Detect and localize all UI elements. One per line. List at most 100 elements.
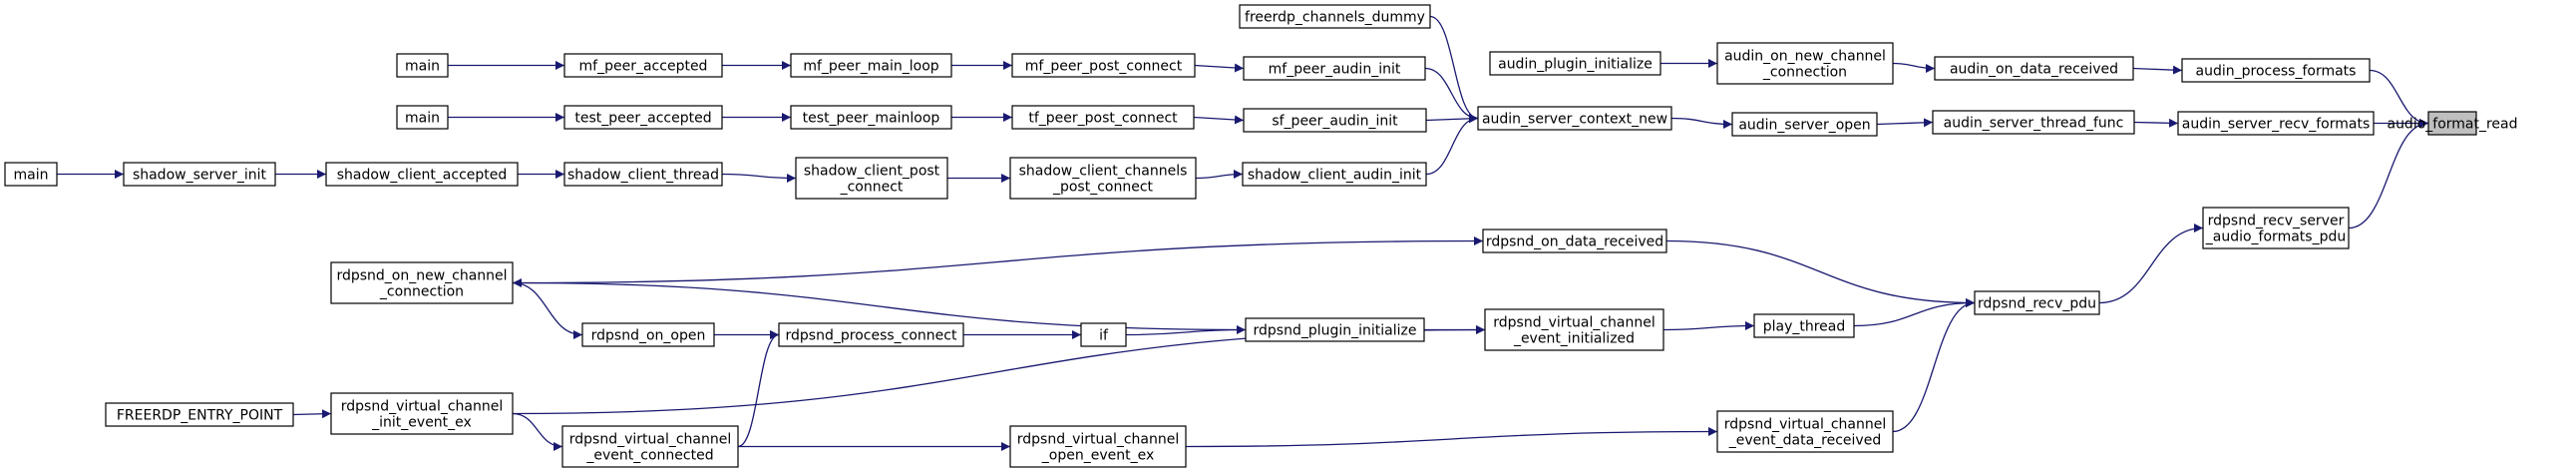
node-if_node[interactable]: if bbox=[1080, 322, 1127, 347]
node-play_thread[interactable]: play_thread bbox=[1753, 313, 1855, 338]
node-label: shadow_server_init bbox=[133, 168, 267, 184]
node-label: rdpsnd_on_data_received bbox=[1486, 235, 1663, 250]
node-label: rdpsnd_on_open bbox=[591, 328, 706, 344]
node-shadow_client_post_connect[interactable]: shadow_client_post_connect bbox=[795, 157, 948, 200]
node-box bbox=[795, 157, 948, 200]
node-label: shadow_client_audin_init bbox=[1248, 168, 1422, 184]
node-label: audin_on_new_channel bbox=[1724, 49, 1886, 65]
node-freerdp_channels_dummy[interactable]: freerdp_channels_dummy bbox=[1239, 4, 1431, 29]
node-rdpsnd_virtual_channel_init_event_ex[interactable]: rdpsnd_virtual_channel_init_event_ex bbox=[330, 392, 514, 435]
edge-rdpsnd_virtual_channel_event_data_received-to-rdpsnd_recv_pdu bbox=[1892, 298, 1976, 433]
edge-rdpsnd_on_data_received-to-rdpsnd_recv_pdu bbox=[1665, 239, 1976, 307]
edge-rdpsnd_virtual_channel_init_event_ex-to-rdpsnd_virtual_channel_event_connected bbox=[512, 412, 563, 451]
node-rdpsnd_virtual_channel_event_initialized[interactable]: rdpsnd_virtual_channel_event_initialized bbox=[1484, 308, 1664, 351]
node-label: tf_peer_post_connect bbox=[1028, 111, 1178, 127]
node-label: audin_on_data_received bbox=[1950, 62, 2118, 78]
node-shadow_server_init[interactable]: shadow_server_init bbox=[123, 162, 276, 187]
node-audin_process_formats[interactable]: audin_process_formats bbox=[2181, 58, 2371, 83]
node-rdpsnd_plugin_initialize[interactable]: rdpsnd_plugin_initialize bbox=[1245, 317, 1425, 342]
node-mf_peer_post_connect[interactable]: mf_peer_post_connect bbox=[1011, 53, 1196, 78]
node-label: rdpsnd_virtual_channel bbox=[569, 432, 732, 448]
node-audin_server_thread_func[interactable]: audin_server_thread_func bbox=[1932, 110, 2135, 135]
node-box bbox=[1243, 108, 1427, 133]
edge-audin_on_new_channel_connection-to-audin_on_data_received bbox=[1892, 62, 1936, 73]
node-rdpsnd_virtual_channel_event_connected[interactable]: rdpsnd_virtual_channel_event_connected bbox=[561, 425, 739, 468]
node-label: main bbox=[14, 168, 49, 184]
node-label: if bbox=[1099, 328, 1109, 344]
node-main_1[interactable]: main bbox=[396, 53, 449, 78]
node-mf_peer_audin_init[interactable]: mf_peer_audin_init bbox=[1243, 56, 1426, 81]
edge-audin_server_open-to-audin_server_thread_func bbox=[1876, 118, 1934, 128]
node-box bbox=[1009, 157, 1197, 200]
node-box bbox=[1477, 106, 1672, 131]
edge-rdpsnd_virtual_channel_event_connected-to-rdpsnd_process_connect bbox=[737, 330, 780, 448]
edge-rdpsnd_on_new_channel_connection-to-rdpsnd_on_data_received bbox=[512, 236, 1484, 284]
node-box bbox=[561, 425, 739, 468]
edge-audin_on_data_received-to-audin_process_formats bbox=[2132, 65, 2183, 75]
node-label: rdpsnd_virtual_channel bbox=[1017, 432, 1180, 448]
node-label: rdpsnd_virtual_channel bbox=[341, 399, 504, 415]
node-audin_plugin_initialize[interactable]: audin_plugin_initialize bbox=[1489, 51, 1661, 76]
node-test_peer_accepted[interactable]: test_peer_accepted bbox=[563, 105, 723, 130]
edge-FREERDP_ENTRY_POINT-to-rdpsnd_virtual_channel_init_event_ex bbox=[292, 409, 332, 419]
node-FREERDP_ENTRY_POINT[interactable]: FREERDP_ENTRY_POINT bbox=[105, 402, 294, 427]
node-box bbox=[1489, 51, 1661, 76]
node-audin_server_open[interactable]: audin_server_open bbox=[1731, 112, 1878, 137]
node-box bbox=[778, 322, 964, 347]
node-audin_on_new_channel_connection[interactable]: audin_on_new_channel_connection bbox=[1716, 42, 1894, 85]
node-rdpsnd_virtual_channel_open_event_ex[interactable]: rdpsnd_virtual_channel_open_event_ex bbox=[1009, 425, 1187, 468]
node-audio_format_read[interactable]: audio_format_read bbox=[2387, 111, 2518, 136]
node-box bbox=[330, 261, 514, 304]
node-audin_on_data_received[interactable]: audin_on_data_received bbox=[1934, 56, 2134, 81]
node-rdpsnd_recv_server_audio_formats_pdu[interactable]: rdpsnd_recv_server_audio_formats_pdu bbox=[2202, 207, 2350, 249]
node-mf_peer_main_loop[interactable]: mf_peer_main_loop bbox=[790, 53, 952, 78]
node-box bbox=[2427, 111, 2477, 136]
node-rdpsnd_process_connect[interactable]: rdpsnd_process_connect bbox=[778, 322, 964, 347]
node-mf_peer_accepted[interactable]: mf_peer_accepted bbox=[563, 53, 723, 78]
node-shadow_client_accepted[interactable]: shadow_client_accepted bbox=[325, 162, 519, 187]
node-rdpsnd_on_open[interactable]: rdpsnd_on_open bbox=[581, 322, 715, 347]
node-rdpsnd_recv_pdu[interactable]: rdpsnd_recv_pdu bbox=[1974, 290, 2100, 315]
node-label: _connection bbox=[379, 284, 464, 300]
node-tf_peer_post_connect[interactable]: tf_peer_post_connect bbox=[1011, 105, 1195, 130]
node-box bbox=[1753, 313, 1855, 338]
node-box bbox=[790, 53, 952, 78]
node-label: test_peer_mainloop bbox=[803, 111, 940, 127]
node-main_2[interactable]: main bbox=[396, 105, 449, 130]
edge-mf_peer_audin_init-to-audin_server_context_new bbox=[1424, 67, 1479, 123]
node-box bbox=[1011, 105, 1195, 130]
node-label: main bbox=[405, 111, 440, 127]
edge-mf_peer_post_connect-to-mf_peer_audin_init bbox=[1194, 63, 1245, 73]
node-label: FREERDP_ENTRY_POINT bbox=[117, 408, 283, 424]
edge-rdpsnd_virtual_channel_event_initialized-to-play_thread bbox=[1662, 321, 1755, 331]
node-rdpsnd_virtual_channel_event_data_received[interactable]: rdpsnd_virtual_channel_event_data_receiv… bbox=[1716, 410, 1894, 453]
node-label: mf_peer_accepted bbox=[579, 59, 708, 75]
node-rdpsnd_on_data_received[interactable]: rdpsnd_on_data_received bbox=[1482, 229, 1667, 253]
edge-shadow_client_channels_post_connect-to-shadow_client_audin_init bbox=[1195, 170, 1244, 180]
node-label: mf_peer_main_loop bbox=[803, 59, 938, 75]
node-test_peer_mainloop[interactable]: test_peer_mainloop bbox=[790, 105, 952, 130]
node-box bbox=[1243, 56, 1426, 81]
edge-if_node-to-rdpsnd_plugin_initialize bbox=[1125, 325, 1247, 336]
node-audin_server_context_new[interactable]: audin_server_context_new bbox=[1477, 106, 1672, 131]
node-label: audin_server_recv_formats bbox=[2182, 117, 2370, 133]
node-sf_peer_audin_init[interactable]: sf_peer_audin_init bbox=[1243, 108, 1427, 133]
node-box bbox=[1716, 410, 1894, 453]
node-rdpsnd_on_new_channel_connection[interactable]: rdpsnd_on_new_channel_connection bbox=[330, 261, 514, 304]
node-shadow_client_thread[interactable]: shadow_client_thread bbox=[563, 162, 723, 187]
node-label: mf_peer_post_connect bbox=[1025, 59, 1183, 75]
node-shadow_client_audin_init[interactable]: shadow_client_audin_init bbox=[1242, 162, 1427, 187]
node-shadow_client_channels_post_connect[interactable]: shadow_client_channels_post_connect bbox=[1009, 157, 1197, 200]
node-label: main bbox=[405, 59, 440, 75]
node-label: sf_peer_audin_init bbox=[1272, 114, 1398, 130]
node-box bbox=[1932, 110, 2135, 135]
node-box bbox=[1716, 42, 1894, 85]
edge-rdpsnd_on_new_channel_connection-to-rdpsnd_on_open bbox=[512, 281, 583, 339]
node-box bbox=[563, 162, 723, 187]
node-main_3[interactable]: main bbox=[4, 162, 58, 187]
node-label: _event_data_received bbox=[1728, 433, 1881, 449]
node-label: test_peer_accepted bbox=[574, 111, 711, 127]
node-audin_server_recv_formats[interactable]: audin_server_recv_formats bbox=[2177, 111, 2375, 136]
nodes-layer: audio_format_readaudin_process_formatsau… bbox=[4, 4, 2518, 468]
